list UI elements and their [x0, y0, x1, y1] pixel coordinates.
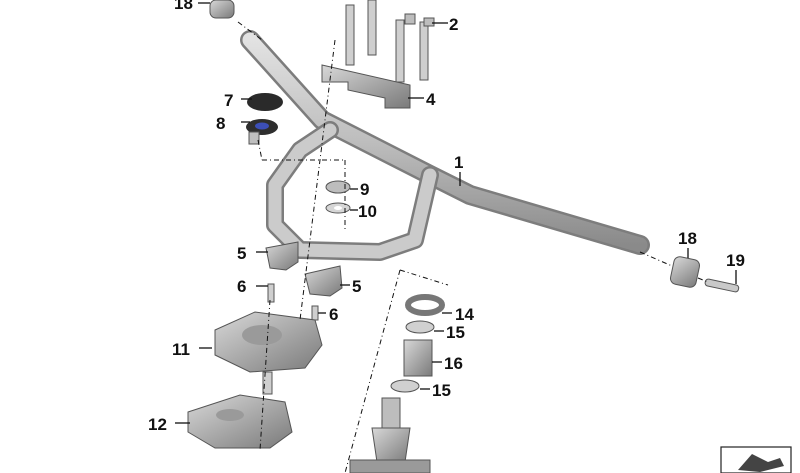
- catalog-thumbnail-icon[interactable]: [720, 446, 792, 473]
- callout-4: 4: [426, 90, 436, 109]
- washer-9: [325, 180, 351, 194]
- callout-19: 19: [726, 251, 745, 270]
- clamp-bolts: [345, 0, 435, 83]
- seal-15-upper: [405, 320, 435, 334]
- mount-plate: [246, 119, 278, 145]
- callout-14: 14: [455, 305, 474, 324]
- callout-11: 11: [172, 340, 190, 359]
- lower-clamp-right: [304, 265, 343, 297]
- bearing-ring-14: [405, 294, 445, 316]
- stud-6-right: [311, 305, 319, 321]
- callout-leaders: [175, 2, 737, 424]
- upper-clamp: [321, 64, 411, 109]
- callout-9: 9: [360, 180, 369, 199]
- bar-end-weight-left: [209, 0, 235, 19]
- washer-10: [325, 202, 351, 214]
- callout-6-right: 6: [329, 305, 338, 324]
- callout-2: 2: [449, 15, 458, 34]
- lower-clamp-left: [265, 241, 299, 271]
- callout-numbers: 18 2 4 7 8 1 9 10 5 5 6 6 11 12 14 15 16…: [148, 0, 745, 434]
- callout-15-lower: 15: [432, 381, 451, 400]
- seal-15-lower: [390, 379, 420, 393]
- callout-12: 12: [148, 415, 167, 434]
- bar-end-weight-right: [669, 256, 701, 288]
- handlebar-tube: [240, 30, 650, 261]
- callout-16: 16: [444, 354, 463, 373]
- bar-end-bolt: [704, 278, 740, 293]
- stud-6-left: [267, 283, 275, 303]
- spacer-sleeve-16: [403, 339, 433, 377]
- alignment-lines: [237, 21, 709, 473]
- rubber-cap: [247, 93, 283, 111]
- callout-5-right: 5: [352, 277, 361, 296]
- callout-10: 10: [358, 202, 377, 221]
- callout-18-right: 18: [678, 229, 697, 248]
- callout-5-left: 5: [237, 244, 246, 263]
- steering-stem: [349, 397, 431, 473]
- callout-7: 7: [224, 91, 233, 110]
- callout-18-top: 18: [174, 0, 193, 13]
- top-yoke: [214, 311, 323, 395]
- callout-6-left: 6: [237, 277, 246, 296]
- callout-1: 1: [454, 153, 463, 172]
- callout-8: 8: [216, 114, 225, 133]
- lower-yoke: [187, 394, 293, 449]
- callout-15-upper: 15: [446, 323, 465, 342]
